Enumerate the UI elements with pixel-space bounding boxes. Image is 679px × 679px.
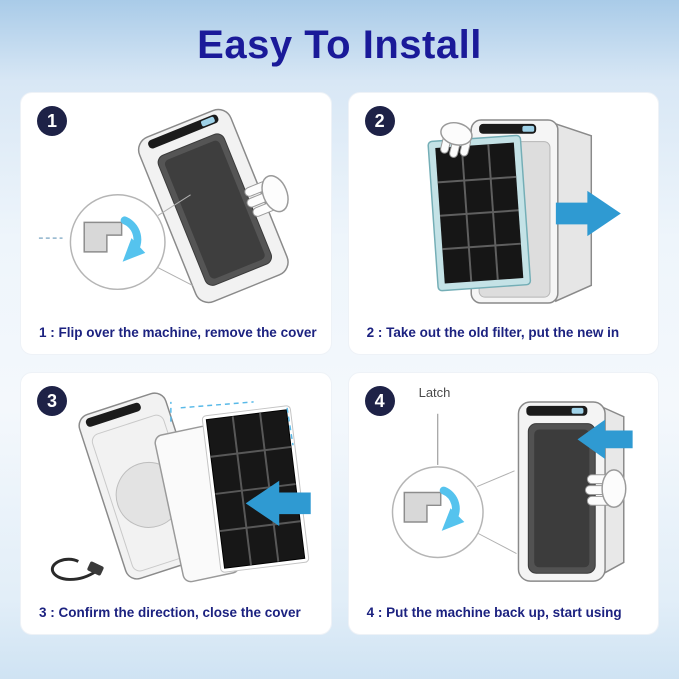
step-3-caption: 3 : Confirm the direction, close the cov… [39,605,301,620]
filter-icon [427,134,531,292]
remove-filter-illustration [427,119,621,304]
latch-annotation-label: Latch [418,385,451,400]
step-3-illustration [33,383,319,603]
step-panel-1: 1 [20,92,332,355]
step-panel-4: 4 Latch [347,372,659,635]
hand-icon [244,175,289,217]
alignment-guides [170,401,294,446]
close-cover-illustration [50,392,311,583]
latch-detail-inset [391,466,517,559]
filter-icon [201,405,310,573]
step-4-number-badge: 4 [364,386,395,416]
arrow-left-icon [245,480,311,526]
machine-back-up-illustration [391,401,633,582]
step-2-illustration [361,103,646,323]
step-2-number-badge: 2 [364,106,395,136]
latch-detail-inset [69,194,193,291]
page-title: Easy To Install [197,23,482,67]
hand-icon [439,121,473,158]
step-4-illustration: Latch [361,383,646,603]
step-1-number-badge: 1 [37,106,67,136]
air-purifier-icon [517,401,625,582]
steps-grid: 1 [20,92,659,635]
step-4-caption: 4 : Put the machine back up, start using [366,605,622,620]
step-3-number-badge: 3 [37,386,67,416]
hand-icon [584,469,627,509]
step-2-caption: 2 : Take out the old filter, put the new… [366,325,620,340]
arrow-right-icon [555,190,621,237]
step-1-illustration [33,103,319,323]
air-purifier-icon [137,108,289,304]
power-cord-icon [50,557,104,581]
step-panel-2: 2 [347,92,659,355]
arrow-left-icon [577,419,633,460]
step-panel-3: 3 [20,372,332,635]
flip-machine-illustration [38,108,289,304]
step-1-caption: 1 : Flip over the machine, remove the co… [39,325,317,340]
